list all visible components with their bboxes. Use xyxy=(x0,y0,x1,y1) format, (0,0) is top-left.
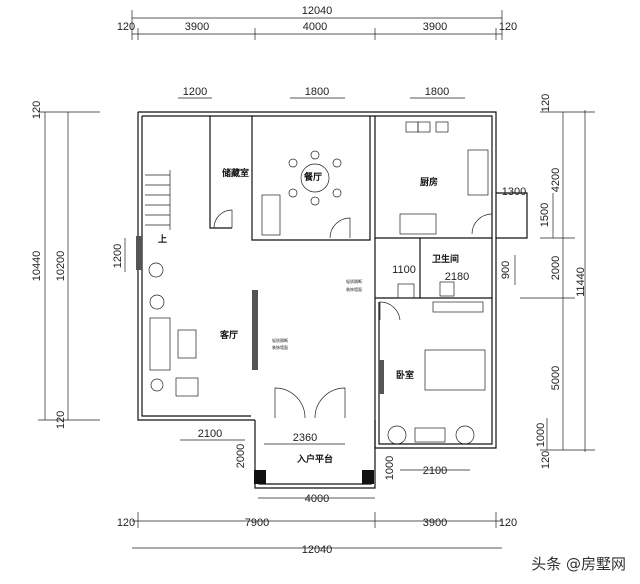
dim-label: 4000 xyxy=(303,21,327,33)
dim-label: 2180 xyxy=(445,271,469,283)
partition-note: 装饰墙面 xyxy=(272,344,288,350)
dim-label: 120 xyxy=(540,94,552,112)
dim-label: 900 xyxy=(500,261,512,279)
dim-label: 12040 xyxy=(302,5,333,17)
dim-label: 120 xyxy=(55,411,67,429)
dim-label: 4200 xyxy=(550,168,562,192)
dim-label: 2000 xyxy=(235,444,247,468)
dim-label: 3900 xyxy=(423,21,447,33)
dimension-labels: 12040 120 3900 4000 3900 120 1200 1800 1… xyxy=(31,5,587,556)
dim-label: 1800 xyxy=(425,86,449,98)
dim-label: 3900 xyxy=(185,21,209,33)
dim-label: 5000 xyxy=(550,366,562,390)
dim-label: 1500 xyxy=(539,203,551,227)
room-label-dining: 餐厅 xyxy=(303,171,322,183)
dimension-lines xyxy=(38,10,595,549)
room-label-storage: 储藏室 xyxy=(222,167,249,179)
dim-label: 120 xyxy=(117,517,135,529)
room-label-entry-platform: 入户平台 xyxy=(296,453,333,465)
dim-label: 1300 xyxy=(502,186,526,198)
partition-note: 轻质隔断 xyxy=(272,337,288,343)
dim-label: 2000 xyxy=(550,256,562,280)
watermark: 头条 @房墅网 xyxy=(531,555,626,573)
dim-label: 10440 xyxy=(31,251,43,282)
room-label-kitchen: 厨房 xyxy=(420,176,438,188)
dim-label: 10200 xyxy=(55,251,67,282)
dim-label: 1000 xyxy=(384,456,396,480)
walls xyxy=(136,111,528,489)
dim-label: 4000 xyxy=(305,493,329,505)
furniture xyxy=(145,121,489,445)
dim-label: 1100 xyxy=(392,264,416,276)
dim-label: 2360 xyxy=(293,432,317,444)
dim-label: 120 xyxy=(31,101,43,119)
room-label-bedroom: 卧室 xyxy=(396,369,414,381)
dim-label: 120 xyxy=(499,21,517,33)
dim-label: 1800 xyxy=(305,86,329,98)
dim-label: 1200 xyxy=(183,86,207,98)
dim-label: 1200 xyxy=(112,244,124,268)
dim-label: 7900 xyxy=(245,517,269,529)
dim-label: 120 xyxy=(117,21,135,33)
partition-note: 装饰墙面 xyxy=(346,286,362,292)
dim-label: 1000 xyxy=(535,423,547,447)
dim-label: 120 xyxy=(540,451,552,469)
room-label-bathroom: 卫生间 xyxy=(432,253,459,265)
dim-label: 12040 xyxy=(302,544,333,556)
partition-note: 轻质隔断 xyxy=(346,278,362,284)
dim-label: 120 xyxy=(499,517,517,529)
dim-label: 2100 xyxy=(423,465,447,477)
room-label-living: 客厅 xyxy=(219,329,238,341)
dim-label: 3900 xyxy=(423,517,447,529)
stair-up-label: 上 xyxy=(158,233,167,245)
dim-label: 2100 xyxy=(198,428,222,440)
dim-label: 11440 xyxy=(575,267,587,297)
doors xyxy=(213,209,493,419)
